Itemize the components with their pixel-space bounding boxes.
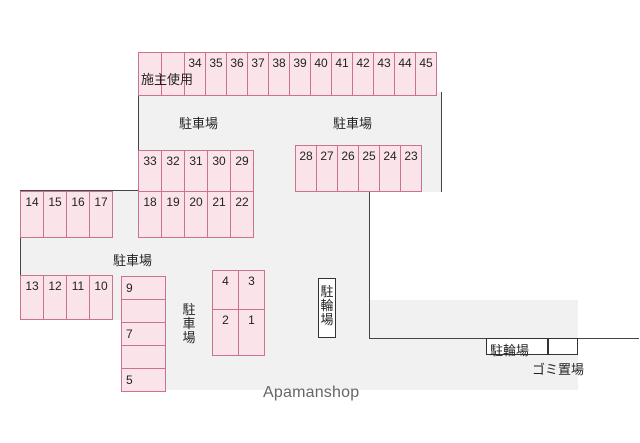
parking-stall: 37 xyxy=(247,52,269,96)
parking-stall: 7 xyxy=(121,322,166,346)
parking-vertical-label: 駐車場 xyxy=(182,302,196,345)
boundary-line xyxy=(441,92,442,192)
parking-stall: 36 xyxy=(226,52,248,96)
parking-stall: 38 xyxy=(268,52,290,96)
watermark: Apamanshop xyxy=(263,384,360,401)
reserved-label: 施主使用 xyxy=(141,72,194,87)
parking-stall: 4 xyxy=(212,270,239,313)
parking-stall: 27 xyxy=(316,145,338,192)
parking-stall: 26 xyxy=(337,145,359,192)
bicycle-parking-box-2 xyxy=(486,338,548,355)
parking-stall: 43 xyxy=(373,52,395,96)
parking-stall: 21 xyxy=(207,191,231,238)
parking-stall: 28 xyxy=(295,145,317,192)
parking-stall xyxy=(121,299,166,323)
parking-stall: 19 xyxy=(161,191,185,238)
parking-stall: 22 xyxy=(230,191,254,238)
parking-label: 駐車場 xyxy=(333,116,373,131)
parking-stall: 15 xyxy=(43,191,67,238)
parking-stall: 10 xyxy=(89,275,113,320)
bicycle-parking-label: 駐輪場 xyxy=(320,284,334,327)
parking-stall: 44 xyxy=(394,52,416,96)
parking-stall: 20 xyxy=(184,191,208,238)
parking-stall: 9 xyxy=(121,276,166,300)
parking-stall xyxy=(161,52,185,96)
parking-stall: 2 xyxy=(212,309,239,356)
parking-stall: 35 xyxy=(205,52,227,96)
parking-stall: 41 xyxy=(331,52,353,96)
parking-stall: 23 xyxy=(400,145,422,192)
boundary-line xyxy=(138,52,139,192)
bicycle-parking-label-2: 駐輪場 xyxy=(490,343,530,358)
parking-stall: 30 xyxy=(207,150,231,192)
parking-stall: 25 xyxy=(358,145,380,192)
parking-stall: 5 xyxy=(121,368,166,392)
parking-stall: 17 xyxy=(89,191,113,238)
parking-stall: 31 xyxy=(184,150,208,192)
parking-stall: 24 xyxy=(379,145,401,192)
parking-stall: 40 xyxy=(310,52,332,96)
garbage-area-label: ゴミ置場 xyxy=(532,362,585,377)
parking-stall: 18 xyxy=(138,191,162,238)
boundary-line xyxy=(20,190,139,191)
parking-stall: 33 xyxy=(138,150,162,192)
garbage-area-box xyxy=(548,338,578,355)
parking-stall: 45 xyxy=(415,52,437,96)
parking-stall: 13 xyxy=(20,275,44,320)
parking-stall: 32 xyxy=(161,150,185,192)
parking-label: 駐車場 xyxy=(179,116,219,131)
parking-stall: 3 xyxy=(238,270,265,313)
parking-stall: 16 xyxy=(66,191,90,238)
boundary-line xyxy=(369,190,370,339)
parking-stall: 29 xyxy=(230,150,254,192)
parking-stall xyxy=(138,52,162,96)
parking-stall: 14 xyxy=(20,191,44,238)
parking-stall xyxy=(121,345,166,369)
parking-stall: 11 xyxy=(66,275,90,320)
parking-stall: 12 xyxy=(43,275,67,320)
boundary-line xyxy=(20,190,21,320)
parking-stall: 39 xyxy=(289,52,311,96)
parking-stall: 42 xyxy=(352,52,374,96)
parking-stall: 1 xyxy=(238,309,265,356)
bicycle-parking-box xyxy=(318,278,336,338)
parking-label: 駐車場 xyxy=(113,253,153,268)
